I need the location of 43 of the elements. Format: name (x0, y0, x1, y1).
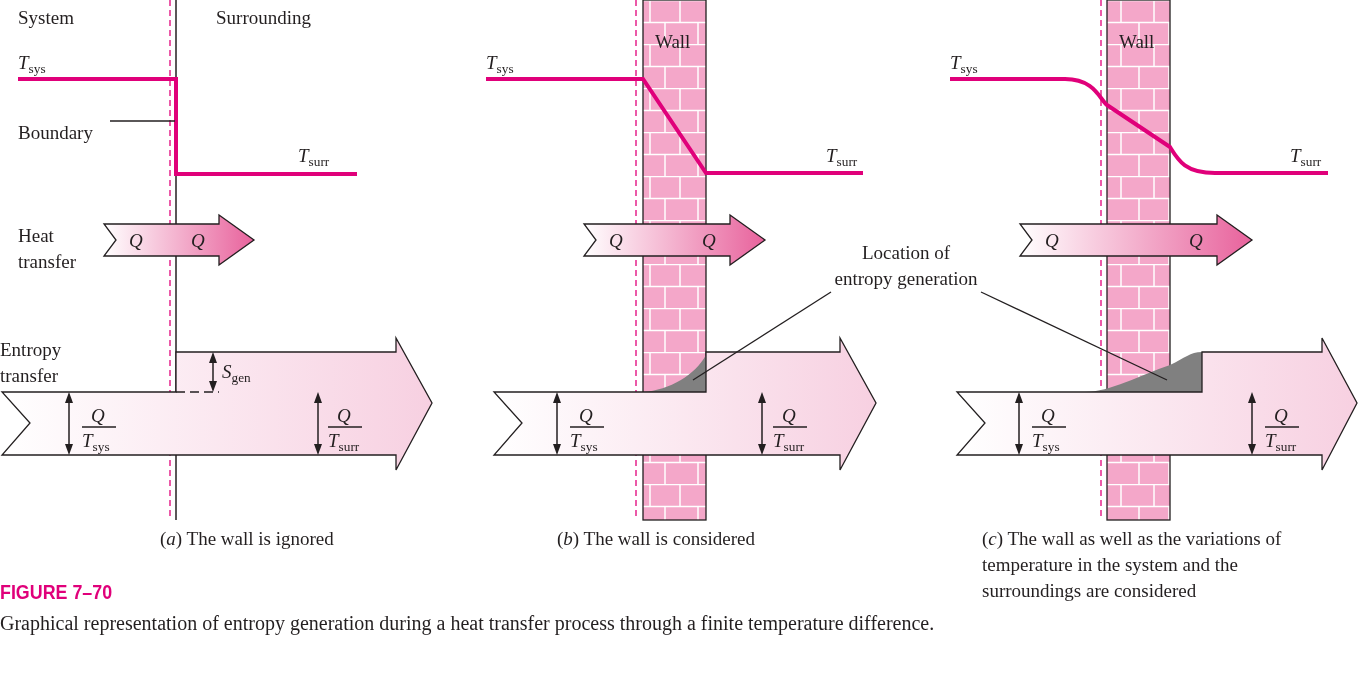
leader-line (692, 291, 832, 381)
temperature-label: T$_{surr}$ (826, 144, 858, 169)
denominator-label: T$_{surr}$ (328, 431, 360, 450)
numerator-label: Q (1274, 406, 1288, 425)
region-label: System (18, 6, 74, 30)
figure-title: FIGURE 7–70 (0, 580, 113, 604)
entropy-transfer-arrow (494, 338, 878, 472)
callout-label: Location of entropy generation (831, 240, 981, 292)
heat-label: Q (702, 231, 716, 250)
numerator-label: Q (91, 406, 105, 425)
denominator-label: T$_{surr}$ (773, 431, 805, 450)
temperature-label: T$_{surr}$ (1290, 144, 1322, 169)
entropy-transfer-arrow (957, 338, 1359, 472)
wall-label: Wall (1119, 32, 1155, 51)
numerator-label: Q (337, 406, 351, 425)
temperature-label: T$_{sys}$ (950, 51, 978, 76)
numerator-label: Q (782, 406, 796, 425)
panel-caption: (b) The wall is considered (557, 527, 756, 551)
heat-label: Q (609, 231, 623, 250)
heat-transfer-arrow (1020, 215, 1252, 265)
heat-label: Q (191, 231, 205, 250)
boundary-label: Boundary (18, 120, 110, 144)
heat-label: Q (129, 231, 143, 250)
numerator-label: Q (579, 406, 593, 425)
entropy-transfer-arrow (2, 338, 434, 472)
wall-label: Wall (655, 32, 691, 51)
leader-line (109, 120, 176, 122)
row-label: Entropy transfer (0, 338, 63, 388)
figure-caption: Graphical representation of entropy generation during a heat transfer process through a finite temperature difference. (0, 612, 935, 635)
panel-caption: (c) The wall as well as the variations of temperature in the system and the surroundings are considered (982, 527, 1283, 603)
heat-label: Q (1189, 231, 1203, 250)
panel-caption: (a) The wall is ignored (160, 527, 334, 551)
temperature-label: T$_{sys}$ (486, 51, 514, 76)
heat-transfer-arrow (584, 215, 765, 265)
denominator-label: T$_{surr}$ (1265, 431, 1297, 450)
temperature-label: T$_{surr}$ (298, 144, 330, 169)
numerator-label: Q (1041, 406, 1055, 425)
leader-line (980, 291, 1168, 381)
region-label: Surrounding (216, 6, 311, 30)
heat-label: Q (1045, 231, 1059, 250)
temperature-label: T$_{sys}$ (18, 51, 46, 76)
row-label: Heat transfer (18, 224, 78, 274)
heat-transfer-arrow (104, 215, 254, 265)
